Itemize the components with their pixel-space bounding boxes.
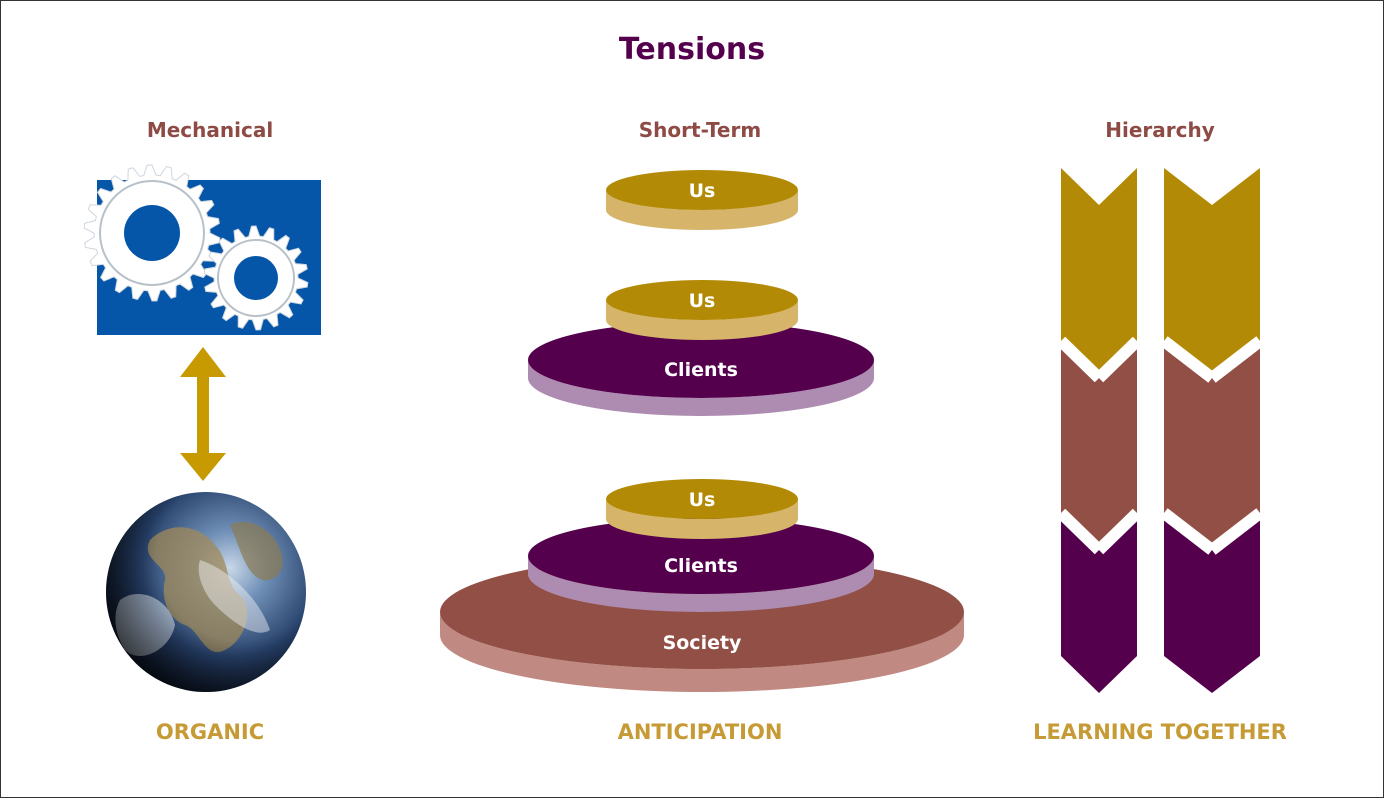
heading-hierarchy: Hierarchy: [1105, 118, 1215, 142]
disc-label-us: Us: [689, 180, 716, 202]
disc-clients: Clients: [528, 322, 874, 416]
chevron-icon: [1061, 513, 1137, 693]
small-gear: [203, 225, 309, 331]
chevron-icon: [1061, 168, 1137, 378]
stack-top: Us: [606, 170, 798, 230]
disc-us: Us: [606, 479, 798, 539]
disc-label-clients: Clients: [664, 359, 738, 381]
double-arrow-icon: [180, 347, 226, 481]
globe-icon: [106, 492, 306, 692]
chevron-column-left: [1056, 168, 1142, 693]
disc-label-us: Us: [689, 489, 716, 511]
stack-bottom: Society Clients Us: [440, 479, 964, 692]
heading-short-term: Short-Term: [638, 118, 762, 142]
chevron-icon: [1061, 341, 1137, 550]
large-gear: [83, 164, 221, 302]
disc-us: Us: [606, 170, 798, 230]
stack-middle: Clients Us: [528, 280, 874, 416]
chevron-icon: [1164, 513, 1260, 693]
chevron-icon: [1164, 168, 1260, 378]
chevron-column-right: [1160, 168, 1264, 693]
footer-organic: ORGANIC: [155, 720, 265, 744]
disc-label-society: Society: [663, 632, 742, 654]
chevron-icon: [1164, 341, 1260, 550]
disc-us: Us: [606, 280, 798, 340]
heading-mechanical: Mechanical: [146, 118, 274, 142]
footer-anticipation: ANTICIPATION: [617, 720, 783, 744]
disc-clients: Clients: [528, 518, 874, 612]
disc-label-us: Us: [689, 290, 716, 312]
disc-label-clients: Clients: [664, 555, 738, 577]
gears-icon: [83, 164, 321, 335]
diagram-title: Tensions: [618, 32, 766, 67]
footer-learning-together: LEARNING TOGETHER: [1033, 720, 1287, 744]
